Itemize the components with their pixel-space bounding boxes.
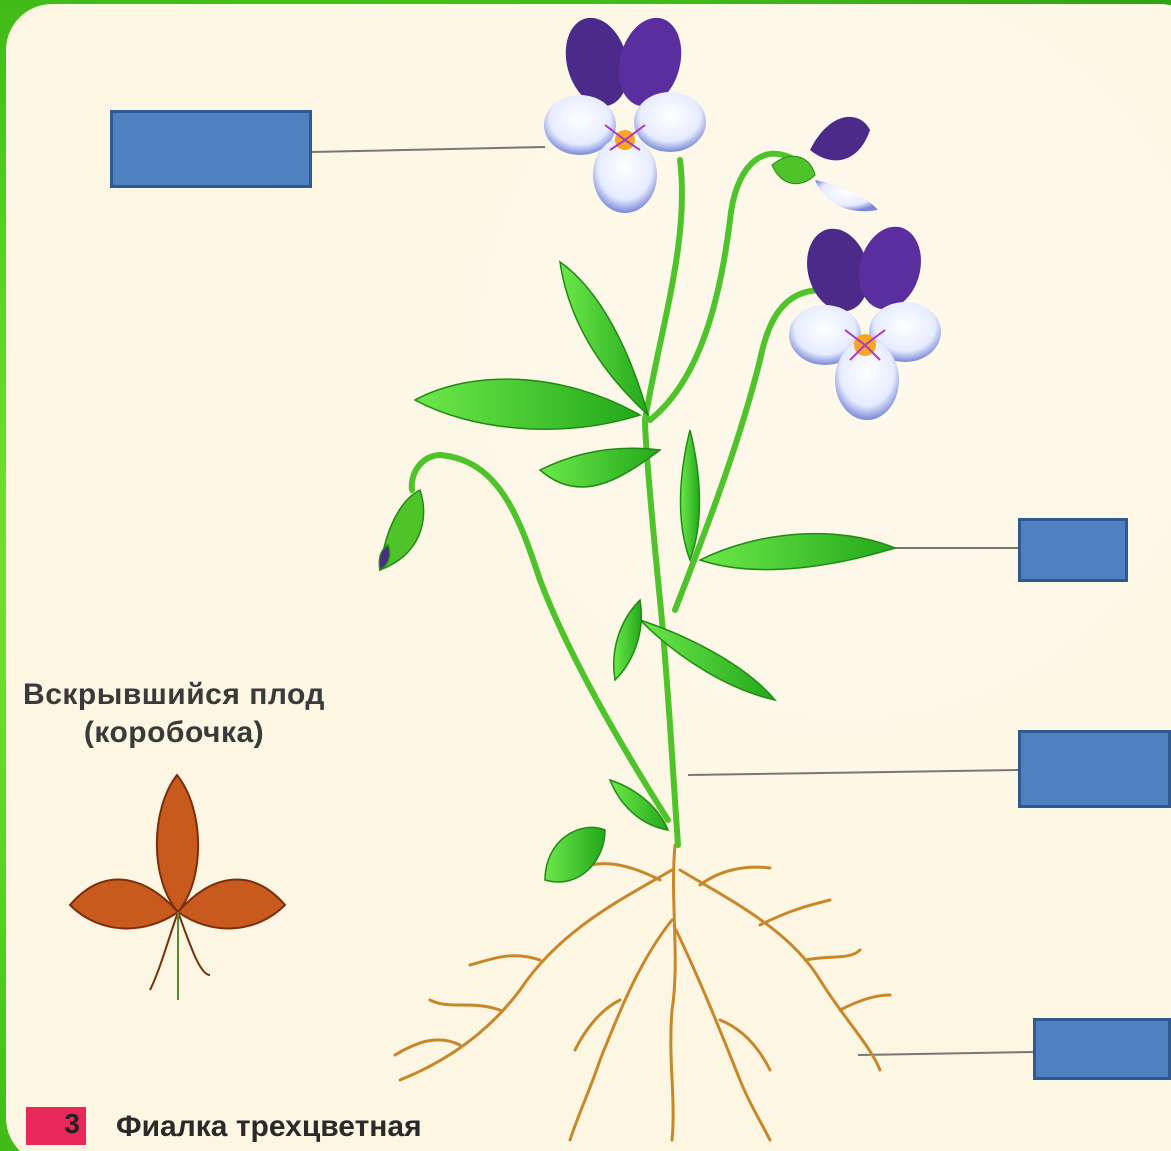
fruit-caption-line2: (коробочка) xyxy=(14,714,334,752)
figure-number: 3 xyxy=(64,1108,80,1140)
bud-left xyxy=(379,490,423,570)
flower-leader-line xyxy=(312,147,545,152)
flower-side xyxy=(772,117,878,211)
stem-leader-line xyxy=(688,770,1018,775)
roots xyxy=(395,845,890,1140)
figure-title: Фиалка трехцветная xyxy=(116,1110,422,1144)
label-box-flower[interactable] xyxy=(110,110,312,188)
root-leader-line xyxy=(858,1052,1033,1055)
fruit-caption-line1: Вскрывшийся плод xyxy=(14,676,334,714)
label-box-leaf[interactable] xyxy=(1018,518,1128,582)
figure-number-badge: 3 xyxy=(26,1107,86,1145)
label-box-stem[interactable] xyxy=(1018,730,1171,808)
fruit-caption: Вскрывшийся плод (коробочка) xyxy=(14,676,334,752)
open-fruit-capsule xyxy=(70,775,285,1000)
label-box-root[interactable] xyxy=(1033,1018,1171,1080)
stems xyxy=(412,154,822,845)
flower-right xyxy=(789,220,941,420)
